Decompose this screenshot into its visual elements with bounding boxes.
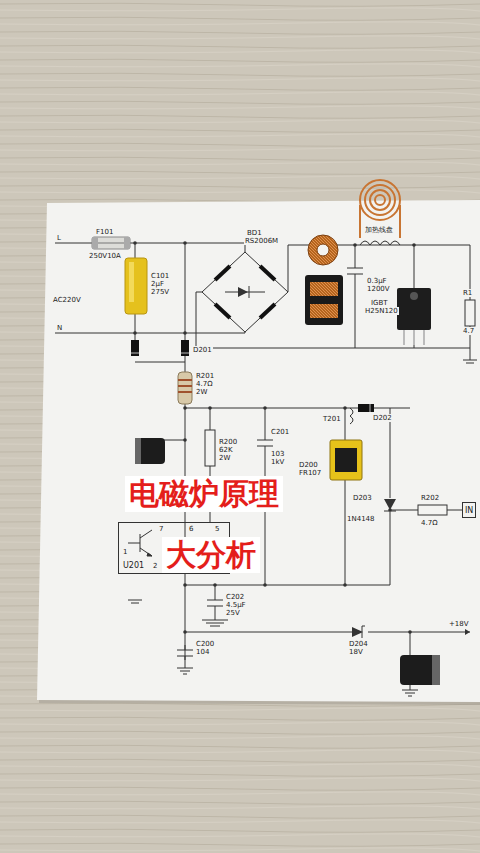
part-label: 275V xyxy=(150,288,170,296)
pin-number: 2 xyxy=(152,562,158,570)
part-label: 18V xyxy=(348,648,364,656)
part-label: H25N120 xyxy=(364,307,399,315)
bridge-rectifier xyxy=(202,252,288,332)
part-label: 加热线盘 xyxy=(364,226,394,234)
pin-number: 6 xyxy=(188,525,194,533)
wires xyxy=(55,243,470,690)
part-label: R201 xyxy=(195,372,215,380)
part-label: R202 xyxy=(420,494,440,502)
transistor-u201 xyxy=(128,530,152,556)
node-text: U201 xyxy=(123,561,144,570)
output-arrow xyxy=(465,629,470,635)
part-label: D201 xyxy=(192,346,213,354)
part-label: R200 xyxy=(218,438,238,446)
part-label: R1 xyxy=(462,289,473,297)
toroid-inductor xyxy=(308,235,338,265)
part-label: D200 xyxy=(298,461,319,469)
resistor-r1 xyxy=(465,300,475,326)
part-label: C200 xyxy=(195,640,215,648)
resistor-r201 xyxy=(178,372,192,404)
pin-number: 1 xyxy=(122,548,128,556)
part-label: D203 xyxy=(352,494,373,502)
part-label: 1200V xyxy=(366,285,391,293)
paper-sheet xyxy=(37,200,480,702)
part-label: F101 xyxy=(95,228,114,236)
node-text: IN xyxy=(465,506,473,515)
ground-symbols xyxy=(128,360,477,696)
part-label: 62K xyxy=(218,446,234,454)
capacitor-c200 xyxy=(177,650,193,656)
part-label: 4.7Ω xyxy=(420,519,438,527)
part-label: D204 xyxy=(348,640,369,648)
part-label: 2μF xyxy=(150,280,165,288)
caption-banner: 大分析 xyxy=(162,537,260,573)
x-capacitor xyxy=(125,258,147,314)
part-label: AC220V xyxy=(52,296,82,304)
part-label: BD1 xyxy=(246,229,263,237)
part-label: 250V10A xyxy=(88,252,122,260)
input-box: IN xyxy=(462,502,476,518)
pin-number: 5 xyxy=(214,525,220,533)
diode-d202 xyxy=(358,404,374,412)
part-label: 104 xyxy=(195,648,210,656)
output-capacitor xyxy=(400,655,440,685)
part-label: RS2006M xyxy=(244,237,279,245)
part-label: 25V xyxy=(225,609,241,617)
resistor-r202 xyxy=(418,505,447,515)
heating-coil xyxy=(360,180,400,245)
part-label: FR107 xyxy=(298,469,322,477)
part-label: 4.7Ω xyxy=(195,380,213,388)
part-label: 1N4148 xyxy=(346,515,376,523)
part-label: 1kV xyxy=(270,458,285,466)
choke xyxy=(305,275,343,325)
part-label: +18V xyxy=(448,620,470,628)
zener-d204 xyxy=(352,626,365,638)
part-label: 103 xyxy=(270,450,285,458)
part-label: T201 xyxy=(322,415,342,423)
capacitor-c202 xyxy=(207,600,223,606)
part-label: N xyxy=(56,324,63,332)
part-label: 2W xyxy=(195,388,208,396)
junction-dots xyxy=(133,241,416,634)
part-label: 2W xyxy=(218,454,231,462)
electrolytic-capacitor xyxy=(135,438,165,464)
part-label: 4.7 xyxy=(462,327,475,335)
part-label: C202 xyxy=(225,593,245,601)
igbt xyxy=(397,288,431,345)
resistor-r200 xyxy=(205,430,215,466)
part-label: 0.3μF xyxy=(366,277,388,285)
capacitor-c201 xyxy=(257,440,273,446)
part-label: D202 xyxy=(372,414,393,422)
part-label: C101 xyxy=(150,272,170,280)
diode-d203 xyxy=(384,499,396,511)
pin-number: 7 xyxy=(158,525,164,533)
fuse xyxy=(92,237,130,249)
diodes-d201 xyxy=(131,340,189,356)
part-label: L xyxy=(56,234,62,242)
part-label: 4.5μF xyxy=(225,601,247,609)
title-banner: 电磁炉原理 xyxy=(125,476,283,512)
part-label: C201 xyxy=(270,428,290,436)
part-label: IGBT xyxy=(370,299,389,307)
resonant-capacitor xyxy=(347,268,363,274)
